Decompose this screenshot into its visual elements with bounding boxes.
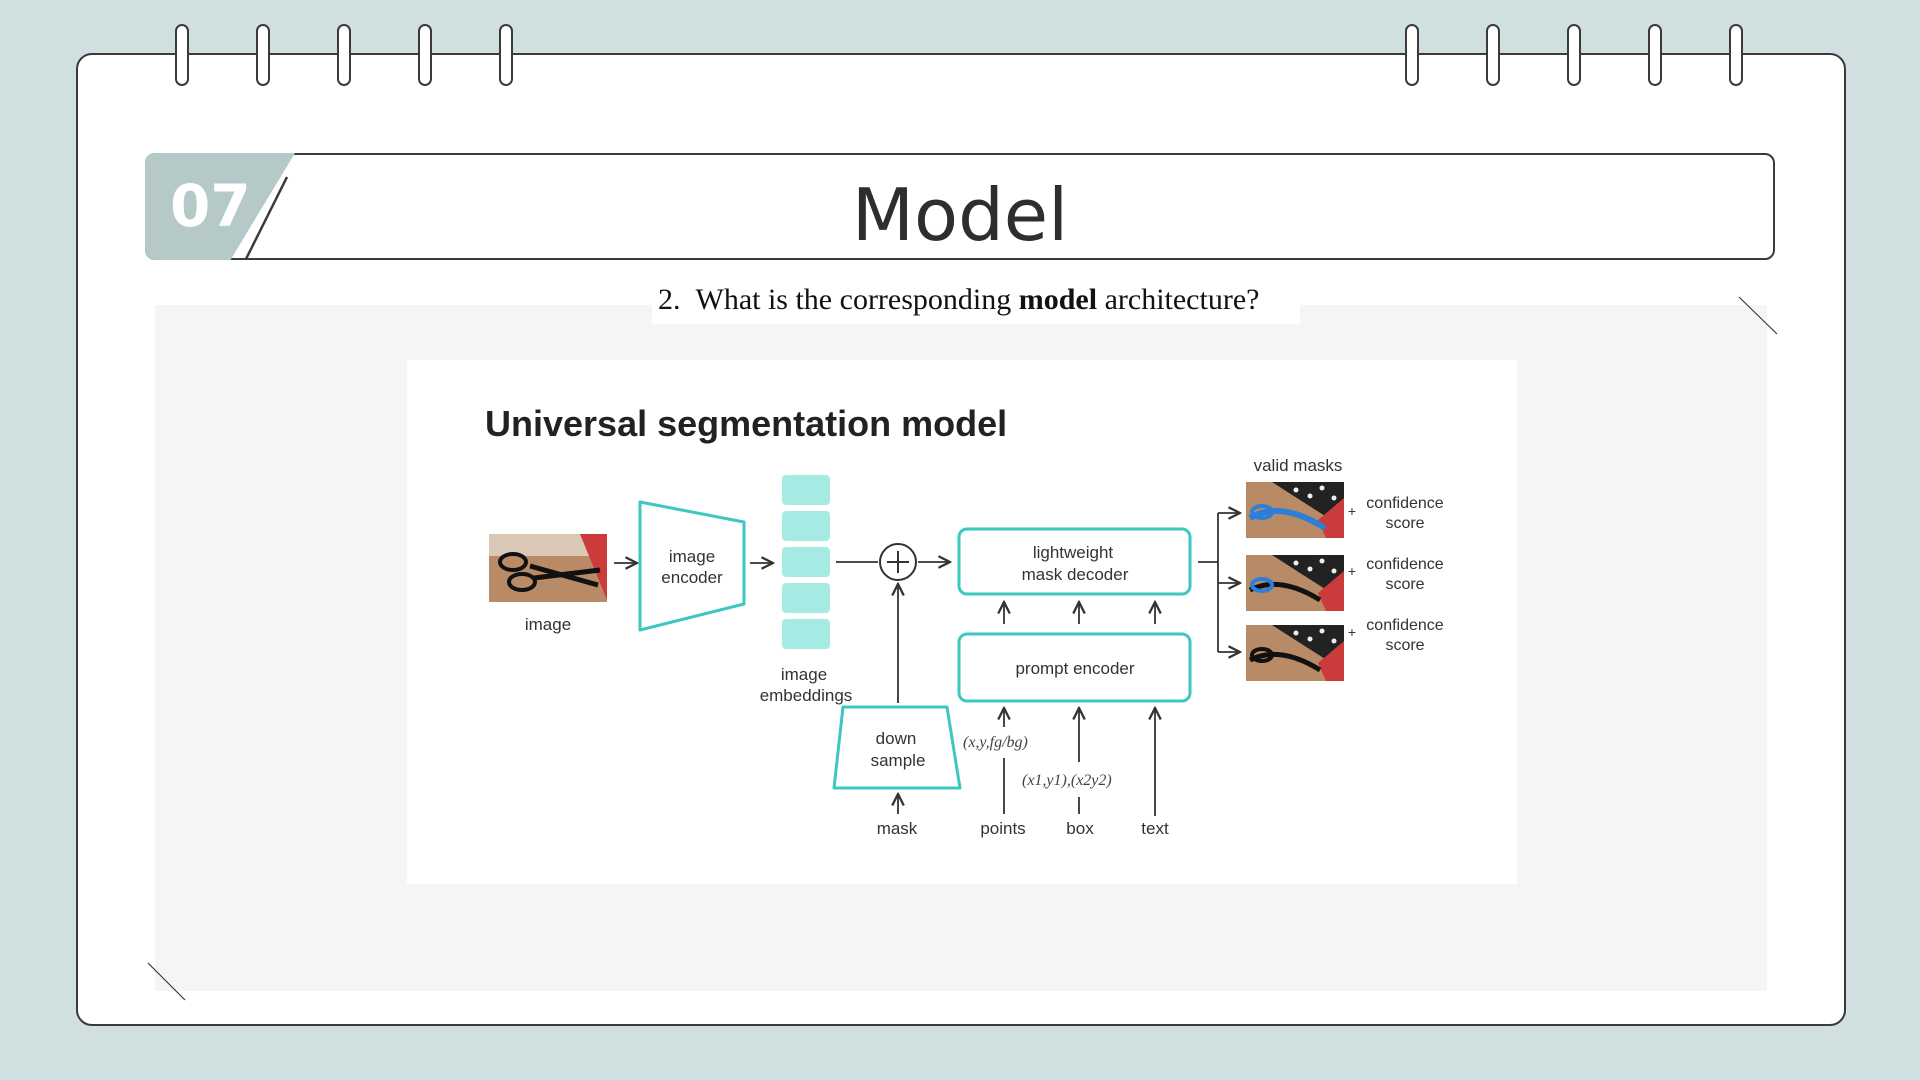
plus-sign: + xyxy=(1348,624,1356,640)
question-bold: model xyxy=(1018,283,1098,316)
embeddings-label-line1: image xyxy=(781,665,827,684)
downsample-block xyxy=(832,705,962,790)
decoder-label-line1: lightweight xyxy=(1033,543,1114,562)
section-number: 07 xyxy=(170,172,251,240)
confidence-label-line1: confidence xyxy=(1366,495,1443,512)
mask-thumbnail xyxy=(1246,482,1344,538)
box-annotation: (x1,y1),(x2y2) xyxy=(1022,772,1112,789)
question-index: 2. xyxy=(658,283,681,316)
valid-masks-label: valid masks xyxy=(1254,456,1343,475)
input-image-label: image xyxy=(525,615,571,634)
binder-ring-icon xyxy=(175,24,189,86)
mask-decoder-block xyxy=(957,527,1192,596)
header-bar xyxy=(145,153,1775,260)
confidence-label-line2: score xyxy=(1385,576,1424,593)
binder-ring-icon xyxy=(499,24,513,86)
prompt-encoder-block xyxy=(957,632,1192,703)
downsample-label-line2: sample xyxy=(871,751,926,770)
question-after: architecture? xyxy=(1104,283,1260,316)
diagram-title: Universal segmentation model xyxy=(485,403,1007,444)
binder-ring-icon xyxy=(256,24,270,86)
confidence-label-line2: score xyxy=(1385,515,1424,532)
binder-ring-icon xyxy=(1405,24,1419,86)
confidence-label-line1: confidence xyxy=(1366,556,1443,573)
downsample-label-line1: down xyxy=(876,729,917,748)
binder-ring-icon xyxy=(1729,24,1743,86)
plus-circle-icon xyxy=(879,543,917,581)
points-annotation: (x,y,fg/bg) xyxy=(963,734,1028,751)
question-box xyxy=(652,276,1300,324)
confidence-label-line2: score xyxy=(1385,637,1424,654)
text-label: text xyxy=(1141,819,1169,838)
binder-ring-icon xyxy=(418,24,432,86)
question-text: 2. What is the corresponding model archi… xyxy=(658,280,1298,320)
box-label: box xyxy=(1066,819,1094,838)
plus-sign: + xyxy=(1348,563,1356,579)
input-image xyxy=(489,534,607,602)
binder-ring-icon xyxy=(337,24,351,86)
mask-thumbnail xyxy=(1246,555,1344,611)
binder-ring-icon xyxy=(1486,24,1500,86)
embeddings-label-line2: embeddings xyxy=(760,686,853,705)
mask-thumbnail xyxy=(1246,625,1344,681)
prompt-encoder-label: prompt encoder xyxy=(1015,659,1134,678)
decoder-label-line2: mask decoder xyxy=(1022,565,1129,584)
binder-ring-icon xyxy=(1648,24,1662,86)
image-encoder-label-line2: encoder xyxy=(661,568,723,587)
mask-label: mask xyxy=(877,819,918,838)
points-label: points xyxy=(980,819,1025,838)
binder-ring-icon xyxy=(1567,24,1581,86)
plus-sign: + xyxy=(1348,503,1356,519)
slide-title: Model xyxy=(851,173,1069,257)
confidence-label-line1: confidence xyxy=(1366,617,1443,634)
image-embeddings-stack xyxy=(782,475,830,649)
figure-card xyxy=(407,360,1517,884)
image-encoder-block xyxy=(638,500,746,632)
image-encoder-label-line1: image xyxy=(669,547,715,566)
question-before: What is the corresponding xyxy=(695,283,1012,316)
